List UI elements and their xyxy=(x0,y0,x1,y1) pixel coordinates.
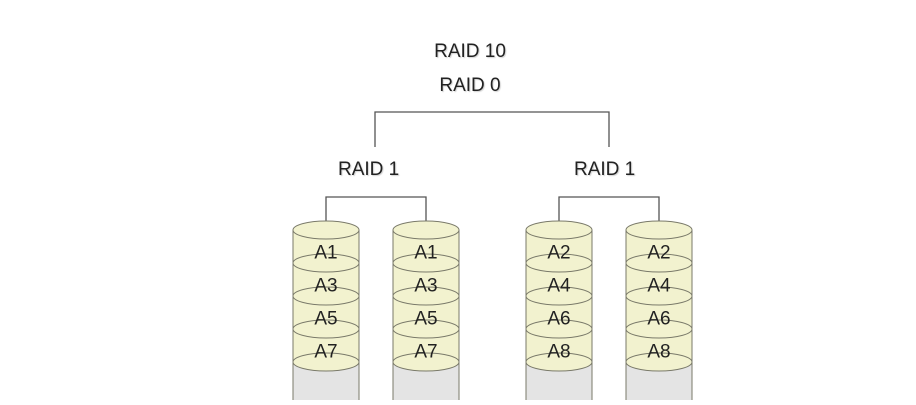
raid1-group2-label: RAID 1 xyxy=(574,159,636,180)
block-label: A5 xyxy=(414,309,437,330)
block-label: A2 xyxy=(547,243,570,264)
block-label: A6 xyxy=(647,309,670,330)
raid0-label: RAID 0 xyxy=(439,75,501,96)
group1-connector-line xyxy=(325,196,427,222)
block-label: A3 xyxy=(414,276,437,297)
block-label: A6 xyxy=(547,309,570,330)
block-label: A1 xyxy=(414,243,437,264)
raid1-group1-label: RAID 1 xyxy=(338,159,400,180)
block-label: A8 xyxy=(547,342,570,363)
block-label: A5 xyxy=(314,309,337,330)
block-label: A2 xyxy=(647,243,670,264)
block-label: A4 xyxy=(647,276,671,297)
disk-top-cap xyxy=(292,220,360,240)
disk-top-cap xyxy=(625,220,693,240)
disk-top-cap xyxy=(392,220,460,240)
block-label: A7 xyxy=(414,342,437,363)
block-label: A7 xyxy=(314,342,337,363)
raid0-connector-line xyxy=(374,111,610,147)
disk-top-cap xyxy=(525,220,593,240)
group2-connector-line xyxy=(558,196,660,222)
block-label: A3 xyxy=(314,276,337,297)
block-label: A1 xyxy=(314,243,337,264)
block-label: A8 xyxy=(647,342,670,363)
block-label: A4 xyxy=(547,276,571,297)
diagram-title: RAID 10 xyxy=(434,41,506,62)
